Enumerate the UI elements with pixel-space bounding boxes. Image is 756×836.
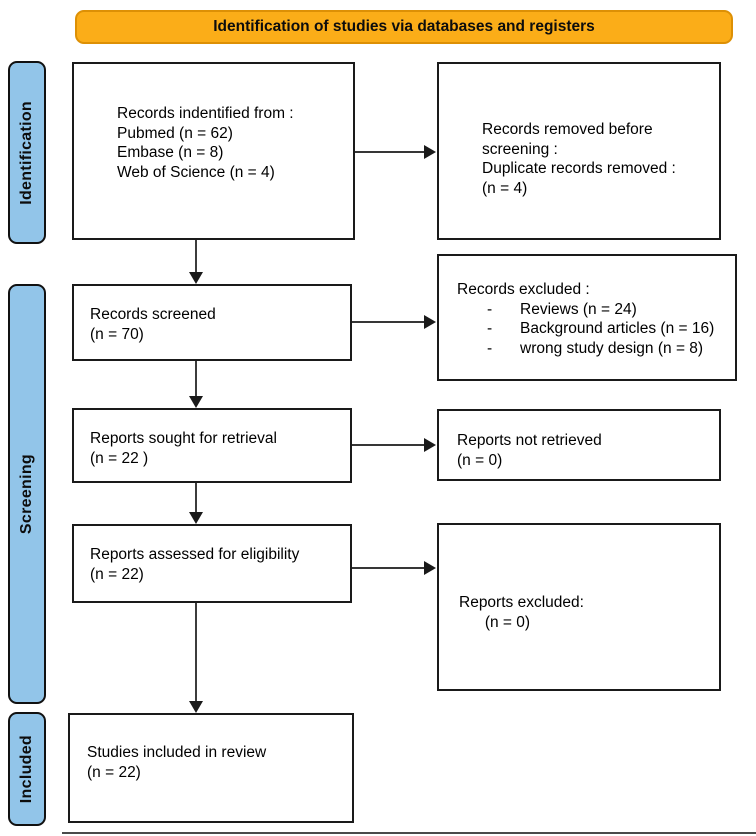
box-records-removed-before-screening: Records removed before screening : Dupli…: [437, 62, 721, 240]
records-screened-text: Records screened (n = 70): [90, 306, 216, 343]
box-studies-included: Studies included in review (n = 22): [68, 713, 354, 823]
box-records-excluded: Records excluded : - Reviews (n = 24) - …: [437, 254, 737, 381]
box-reports-assessed: Reports assessed for eligibility (n = 22…: [72, 524, 352, 603]
diagram-title: Identification of studies via databases …: [213, 18, 595, 35]
records-excluded-item: - Reviews (n = 24): [487, 300, 729, 320]
stage-label-included: Included: [18, 734, 35, 804]
records-excluded-item-text: wrong study design (n = 8): [520, 339, 704, 357]
records-removed-text: Records removed before screening : Dupli…: [482, 121, 676, 197]
box-records-screened: Records screened (n = 70): [72, 284, 352, 361]
arrow-screened-to-sought: [189, 361, 203, 408]
box-reports-not-retrieved: Reports not retrieved (n = 0): [437, 409, 721, 481]
box-records-identified: Records indentified from : Pubmed (n = 6…: [72, 62, 355, 240]
arrow-screened-to-excluded: [352, 315, 436, 329]
records-excluded-item-text: Background articles (n = 16): [520, 320, 715, 337]
reports-sought-text: Reports sought for retrieval (n = 22 ): [90, 430, 277, 467]
stage-bar-included: Included: [8, 712, 46, 826]
arrow-identified-to-screened: [189, 240, 203, 284]
arrow-assessed-to-included: [189, 603, 203, 713]
box-reports-excluded: Reports excluded: (n = 0): [437, 523, 721, 691]
reports-excluded-text: Reports excluded: (n = 0): [459, 594, 584, 631]
studies-included-text: Studies included in review (n = 22): [87, 744, 267, 781]
records-excluded-item-text: Reviews (n = 24): [520, 300, 637, 318]
records-identified-text: Records indentified from : Pubmed (n = 6…: [117, 105, 294, 181]
reports-assessed-text: Reports assessed for eligibility (n = 22…: [90, 546, 300, 583]
stage-label-screening: Screening: [18, 453, 35, 535]
bullet-dash: -: [487, 300, 493, 318]
box-reports-sought: Reports sought for retrieval (n = 22 ): [72, 408, 352, 483]
arrow-sought-to-not-retrieved: [352, 438, 436, 452]
arrow-sought-to-assessed: [189, 483, 203, 524]
records-excluded-item: - wrong study design (n = 8): [487, 339, 729, 359]
bullet-dash: -: [487, 320, 493, 337]
arrow-assessed-to-reports-excluded: [352, 561, 436, 575]
records-excluded-title: Records excluded :: [457, 281, 590, 298]
reports-not-retrieved-text: Reports not retrieved (n = 0): [457, 432, 602, 469]
stage-bar-screening: Screening: [8, 284, 46, 704]
stage-label-identification: Identification: [18, 100, 35, 205]
stage-bar-identification: Identification: [8, 61, 46, 244]
diagram-header-banner: Identification of studies via databases …: [75, 10, 733, 44]
bullet-dash: -: [487, 339, 493, 357]
arrow-identified-to-removed: [355, 145, 436, 159]
records-excluded-item: - Background articles (n = 16): [487, 319, 729, 339]
